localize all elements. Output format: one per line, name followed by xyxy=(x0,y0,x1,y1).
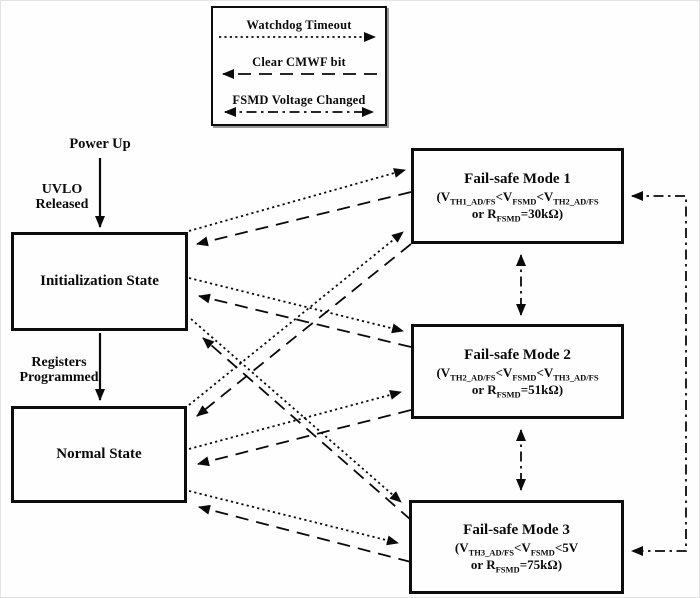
uvlo-released-label-line1: UVLO xyxy=(41,182,83,197)
formula-part: <V xyxy=(536,189,554,204)
formula-part: FSMD xyxy=(495,564,520,575)
registers-programmed-label-line1: Registers xyxy=(31,355,87,370)
fail-safe-mode-1-resistor: or RFSMD=30kΩ) xyxy=(471,205,564,224)
formula-part: <V xyxy=(495,364,513,380)
formula-part: FSMD xyxy=(530,547,555,558)
fail-safe-mode-2-condition: (VTH2_AD/FS<VFSMD<VTH3_AD/FS xyxy=(436,364,599,383)
legend-label-fsmd-voltage-changed: FSMD Voltage Changed xyxy=(232,93,366,107)
normal-state-box: Normal State xyxy=(11,406,187,503)
formula-part: (V xyxy=(436,364,451,380)
formula-part: or R xyxy=(471,206,497,221)
watchdog-arrow-normal-to-mode3 xyxy=(188,490,399,546)
cmwf-arrow-mode3-to-normal xyxy=(198,504,412,563)
fail-safe-mode-3-box: Fail-safe Mode 3 (VTH3_AD/FS<VFSMD<5V or… xyxy=(409,500,624,594)
fail-safe-mode-3-title: Fail-safe Mode 3 xyxy=(463,522,570,538)
fail-safe-mode-1-title: Fail-safe Mode 1 xyxy=(464,171,571,187)
legend-box xyxy=(211,6,387,126)
formula-part: (V xyxy=(436,189,451,204)
watchdog-arrow-init-to-mode3 xyxy=(190,318,402,503)
initialization-state-box: Initialization State xyxy=(11,232,188,331)
formula-part: =51kΩ) xyxy=(520,381,564,397)
formula-part: FSMD xyxy=(496,213,521,224)
registers-programmed-label-line2: Programmed xyxy=(19,370,99,385)
watchdog-arrow-normal-to-mode2 xyxy=(188,390,402,450)
legend-label-watchdog-timeout: Watchdog Timeout xyxy=(246,18,352,32)
fail-safe-mode-1-box: Fail-safe Mode 1 (VTH1_AD/FS<VFSMD<VTH2_… xyxy=(411,148,624,244)
formula-part: or R xyxy=(471,381,497,397)
formula-part: <V xyxy=(536,364,554,380)
cmwf-arrow-mode2-to-normal xyxy=(197,409,412,467)
formula-part: =30kΩ) xyxy=(520,206,564,221)
initialization-state-label: Initialization State xyxy=(40,273,159,289)
watchdog-arrow-init-to-mode2 xyxy=(188,277,404,334)
formula-part: FSMD xyxy=(512,372,537,383)
formula-part: FSMD xyxy=(496,389,521,400)
watchdog-arrow-normal-to-mode1 xyxy=(188,231,404,406)
formula-part: TH2_AD/FS xyxy=(450,372,496,383)
formula-part: TH3_AD/FS xyxy=(553,372,599,383)
legend-label-clear-cmwf-bit: Clear CMWF bit xyxy=(252,55,346,69)
formula-part: TH3_AD/FS xyxy=(468,547,514,558)
fail-safe-mode-3-resistor: or RFSMD=75kΩ) xyxy=(470,556,563,575)
normal-state-label: Normal State xyxy=(56,446,142,462)
formula-part: <V xyxy=(513,540,531,555)
fail-safe-mode-2-title: Fail-safe Mode 2 xyxy=(464,346,571,363)
formula-part: <5V xyxy=(554,540,579,555)
formula-part: or R xyxy=(470,557,496,572)
fail-safe-mode-3-condition: (VTH3_AD/FS<VFSMD<5V xyxy=(454,539,579,558)
formula-part: FSMD xyxy=(512,196,537,207)
fail-safe-mode-2-box: Fail-safe Mode 2 (VTH2_AD/FS<VFSMD<VTH3_… xyxy=(411,324,624,419)
uvlo-released-label-line2: Released xyxy=(35,197,89,212)
watchdog-arrow-init-to-mode1 xyxy=(188,168,406,232)
formula-part: TH1_AD/FS xyxy=(450,196,496,207)
cmwf-arrow-mode2-to-init xyxy=(198,293,412,348)
cmwf-arrow-mode1-to-normal xyxy=(196,243,412,417)
cmwf-arrow-mode3-to-init xyxy=(202,337,412,521)
formula-part: TH2_AD/FS xyxy=(553,196,599,207)
fail-safe-mode-1-condition: (VTH1_AD/FS<VFSMD<VTH2_AD/FS xyxy=(436,188,599,207)
formula-part: (V xyxy=(454,540,469,555)
power-up-label: Power Up xyxy=(69,136,131,152)
fsmd-arrow-mode1-mode3-routed xyxy=(631,191,687,556)
formula-part: =75kΩ) xyxy=(519,557,563,572)
cmwf-arrow-mode1-to-init xyxy=(196,191,412,247)
fail-safe-mode-2-resistor: or RFSMD=51kΩ) xyxy=(471,381,564,400)
formula-part: <V xyxy=(495,189,513,204)
